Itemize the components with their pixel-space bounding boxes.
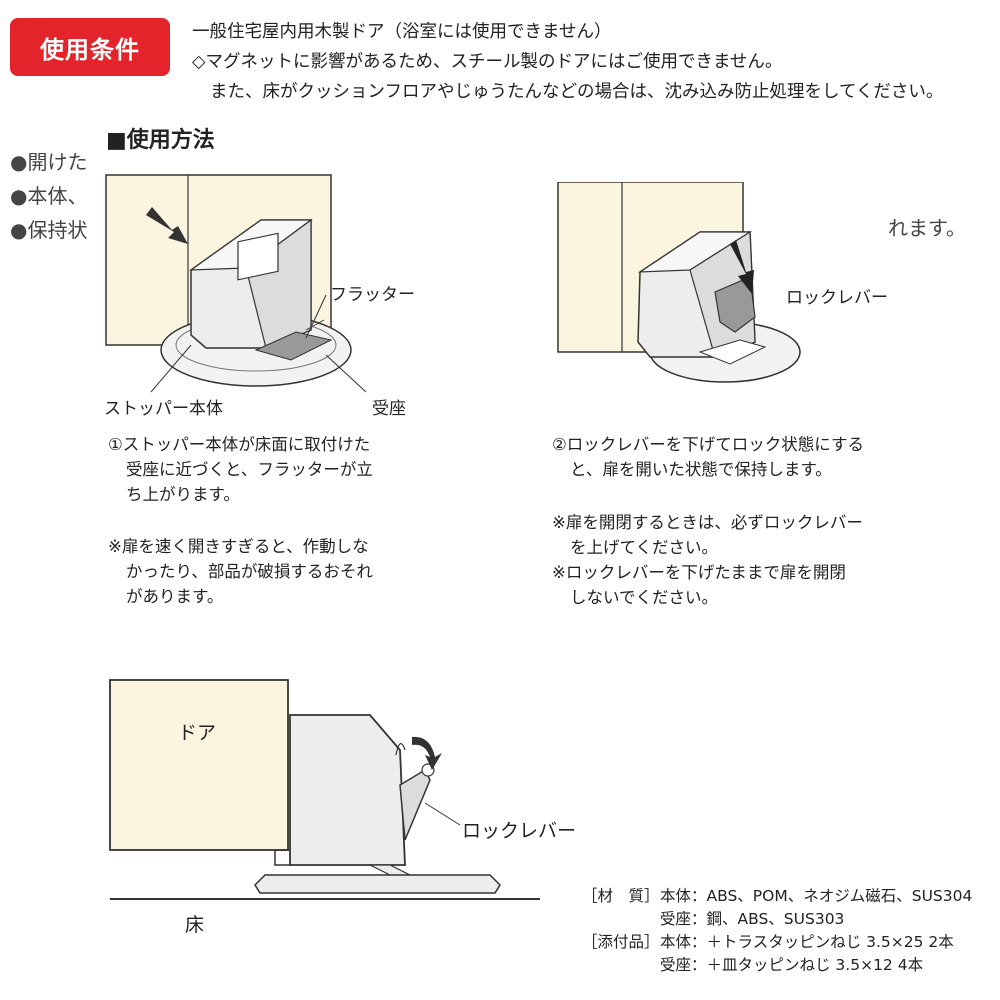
fig1-description-line-3: ち上がります。 — [126, 485, 240, 504]
fig2-note-2-line-2: しないでください。 — [570, 588, 719, 607]
usage-conditions-badge: 使用条件 — [10, 18, 170, 76]
label-receiver: 受座 — [372, 399, 406, 419]
spec-accessory-receiver: 受座：＋皿タッピンねじ 3.5×12 4本 — [660, 956, 924, 974]
fig2-description-line-1: ②ロックレバーを下げてロック状態にする — [552, 435, 864, 454]
fig2-note-2: ※ロックレバーを下げたままで扉を開閉 しないでください。 — [552, 560, 846, 610]
background-item-2: ●本体、 — [10, 184, 88, 208]
label-lock-lever: ロックレバー — [786, 288, 888, 308]
fig1-note-line-3: があります。 — [126, 587, 224, 606]
spec-material-body: 本体：ABS、POM、ネオジム磁石、SUS304 — [660, 887, 973, 905]
condition-line-1: 一般住宅屋内用木製ドア（浴室には使用できません） — [192, 22, 612, 42]
fig1-description: ①ストッパー本体が床面に取付けた 受座に近づくと、フラッターが立 ち上がります。 — [108, 432, 373, 507]
background-item-1: ●開けた — [10, 150, 88, 174]
label-flapper: フラッター — [330, 285, 415, 305]
fig2-note-1-line-1: ※扉を開閉するときは、必ずロックレバー — [552, 513, 863, 532]
fig2-note-2-line-1: ※ロックレバーを下げたままで扉を開閉 — [552, 563, 846, 582]
spec-accessory-body: 本体：＋トラスタッピンねじ 3.5×25 2本 — [660, 933, 954, 951]
fig1-note: ※扉を速く開きすぎると、作動しな かったり、部品が破損するおそれ があります。 — [108, 534, 373, 609]
label-door: ドア — [178, 722, 217, 744]
fig1-description-line-1: ①ストッパー本体が床面に取付けた — [108, 435, 371, 454]
label-floor: 床 — [185, 914, 205, 936]
spec-material-receiver: 受座：鋼、ABS、SUS303 — [660, 910, 845, 928]
condition-line-3: また、床がクッションフロアやじゅうたんなどの場合は、沈み込み防止処理をしてくださ… — [210, 82, 944, 102]
label-stopper-body: ストッパー本体 — [104, 399, 223, 419]
label-lock-lever-side: ロックレバー — [462, 820, 577, 842]
fig1-note-line-1: ※扉を速く開きすぎると、作動しな — [108, 537, 369, 556]
fig1-description-line-2: 受座に近づくと、フラッターが立 — [126, 460, 373, 479]
figure-lock-lever-diagram — [550, 182, 810, 392]
background-tail: れます。 — [888, 216, 966, 240]
usage-section-title: ■使用方法 — [106, 128, 215, 153]
background-item-3: ●保持状 — [10, 218, 88, 242]
fig2-description-line-2: と、扉を開いた状態で保持します。 — [570, 460, 832, 479]
fig2-description: ②ロックレバーを下げてロック状態にする と、扉を開いた状態で保持します。 — [552, 432, 864, 482]
spec-accessory-key: ［添付品］ — [582, 933, 660, 951]
figure-flapper-diagram — [96, 160, 426, 425]
spec-material-key: ［材 質］ — [582, 887, 660, 905]
fig1-note-line-2: かったり、部品が破損するおそれ — [126, 562, 373, 581]
figure-side-view-diagram — [100, 675, 550, 910]
fig2-note-1: ※扉を開閉するときは、必ずロックレバー を上げてください。 — [552, 510, 863, 560]
condition-line-2: ◇マグネットに影響があるため、スチール製のドアにはご使用できません。 — [192, 52, 783, 72]
fig2-note-1-line-2: を上げてください。 — [570, 538, 719, 557]
